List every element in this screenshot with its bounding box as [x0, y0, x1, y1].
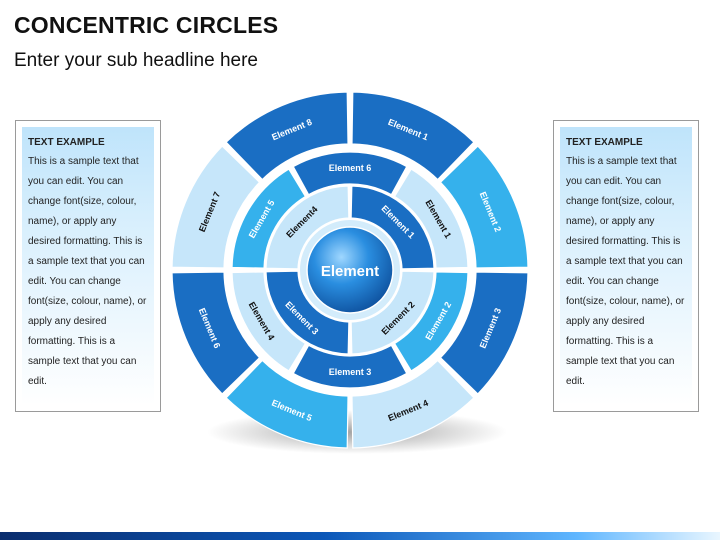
- ring-middle-segment-1[interactable]: [393, 168, 469, 269]
- ring-middle-segment-4[interactable]: [231, 271, 307, 372]
- text-panel-left-title[interactable]: TEXT EXAMPLE: [28, 137, 105, 148]
- ring-middle-segment-3[interactable]: [292, 344, 408, 389]
- ring-outer-segment-8[interactable]: [225, 91, 349, 181]
- ring-outer-segment-5[interactable]: [225, 359, 349, 449]
- ring-middle-segment-2[interactable]: [393, 271, 469, 372]
- ring-middle-segment-6[interactable]: [292, 151, 408, 196]
- text-panel-left-content: TEXT EXAMPLE This is a sample text that …: [22, 127, 154, 405]
- page-subtitle: Enter your sub headline here: [14, 50, 258, 71]
- ring-outer-segment-6[interactable]: [171, 271, 261, 395]
- page-title: CONCENTRIC CIRCLES: [14, 12, 279, 38]
- ring-middle-segment-6-label: Element 6: [329, 163, 372, 173]
- ring-outer-segment-4[interactable]: [351, 359, 475, 449]
- center-circle[interactable]: [306, 226, 394, 314]
- text-panel-right-body[interactable]: This is a sample text that you can edit.…: [566, 156, 685, 387]
- center-label: Element: [321, 263, 379, 280]
- text-panel-right: TEXT EXAMPLE This is a sample text that …: [553, 120, 699, 412]
- ring-outer-segment-7[interactable]: [171, 145, 261, 269]
- ring-outer-segment-3[interactable]: [439, 271, 529, 395]
- ring-middle-segment-5[interactable]: [231, 168, 307, 269]
- text-panel-right-title[interactable]: TEXT EXAMPLE: [566, 137, 643, 148]
- ring-outer-segment-1[interactable]: [351, 91, 475, 181]
- text-panel-left-body[interactable]: This is a sample text that you can edit.…: [28, 156, 147, 387]
- text-panel-right-content: TEXT EXAMPLE This is a sample text that …: [560, 127, 692, 405]
- ring-outer-segment-2[interactable]: [439, 145, 529, 269]
- text-panel-left: TEXT EXAMPLE This is a sample text that …: [15, 120, 161, 412]
- ring-middle-segment-3-label: Element 3: [329, 367, 372, 377]
- footer-bar: [0, 532, 720, 540]
